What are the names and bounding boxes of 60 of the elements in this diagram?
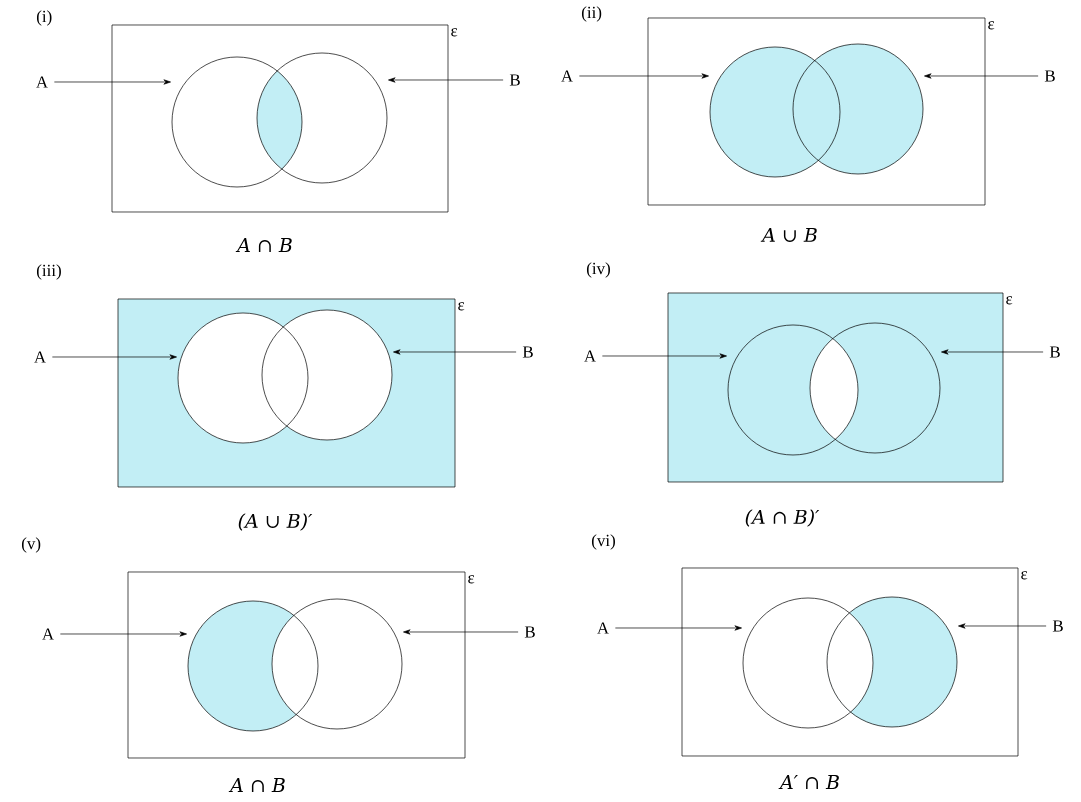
set-circle [261, 309, 393, 441]
node-label: ε [468, 575, 475, 584]
set-circle [171, 56, 303, 188]
set-label: B [509, 74, 520, 86]
set-circle [727, 324, 859, 456]
set-label: A [561, 70, 573, 82]
node-label: ε [1006, 296, 1013, 305]
set-expression: A′ ∩ B [778, 775, 839, 789]
set-circle [177, 312, 309, 444]
node-label: ε [458, 302, 465, 311]
set-circle [792, 43, 924, 175]
set-label: B [1044, 70, 1055, 82]
panel-number: (v) [21, 537, 41, 553]
set-expression: (A ∪ B)′ [238, 513, 313, 531]
universal-set-rectangle: ε [127, 571, 475, 759]
universal-set-rectangle: ε [667, 292, 1013, 483]
set-label: A [42, 628, 55, 640]
set-expression: A ∪ B [760, 227, 817, 243]
set-label: A [36, 76, 48, 88]
arrow [60, 631, 187, 637]
universal-set-rectangle: ε [111, 24, 458, 213]
arrow [924, 73, 1039, 79]
arrow [393, 349, 517, 355]
set-circle [256, 52, 388, 184]
set-label: B [1049, 346, 1060, 358]
panel-number: (ii) [581, 6, 602, 22]
panel-number: (vi) [591, 534, 615, 550]
set-expression: A ∩ B [228, 778, 285, 792]
panel-number: (iii) [36, 264, 61, 280]
node-label: ε [451, 28, 458, 37]
arrow [52, 354, 177, 360]
set-circle [826, 596, 958, 728]
arrow [602, 353, 727, 359]
arrow [958, 623, 1047, 629]
set-expression: (A ∩ B)′ [745, 509, 820, 527]
universal-set-rectangle: ε [647, 17, 995, 206]
set-circle [709, 46, 841, 178]
node-label: ε [1021, 571, 1028, 580]
set-label: A [597, 622, 609, 634]
set-circle [187, 600, 319, 732]
arrow [403, 629, 519, 635]
panel-number: (i) [36, 10, 52, 26]
set-label: A [34, 351, 46, 363]
set-expression: A ∩ B [235, 238, 292, 252]
set-label: A [584, 350, 596, 362]
node-label: ε [988, 21, 995, 30]
set-label: B [1052, 620, 1063, 632]
set-label: B [524, 626, 535, 638]
arrow [579, 73, 709, 79]
set-circle [271, 598, 403, 730]
set-circle [742, 597, 874, 729]
set-label: B [522, 346, 533, 358]
arrow [941, 349, 1044, 355]
panel-number: (iv) [586, 262, 610, 278]
universal-set-rectangle: ε [117, 298, 465, 488]
universal-set-rectangle: ε [681, 567, 1028, 757]
arrow [615, 625, 742, 631]
set-circle [809, 322, 941, 454]
arrow [388, 77, 504, 83]
arrow [54, 79, 171, 85]
